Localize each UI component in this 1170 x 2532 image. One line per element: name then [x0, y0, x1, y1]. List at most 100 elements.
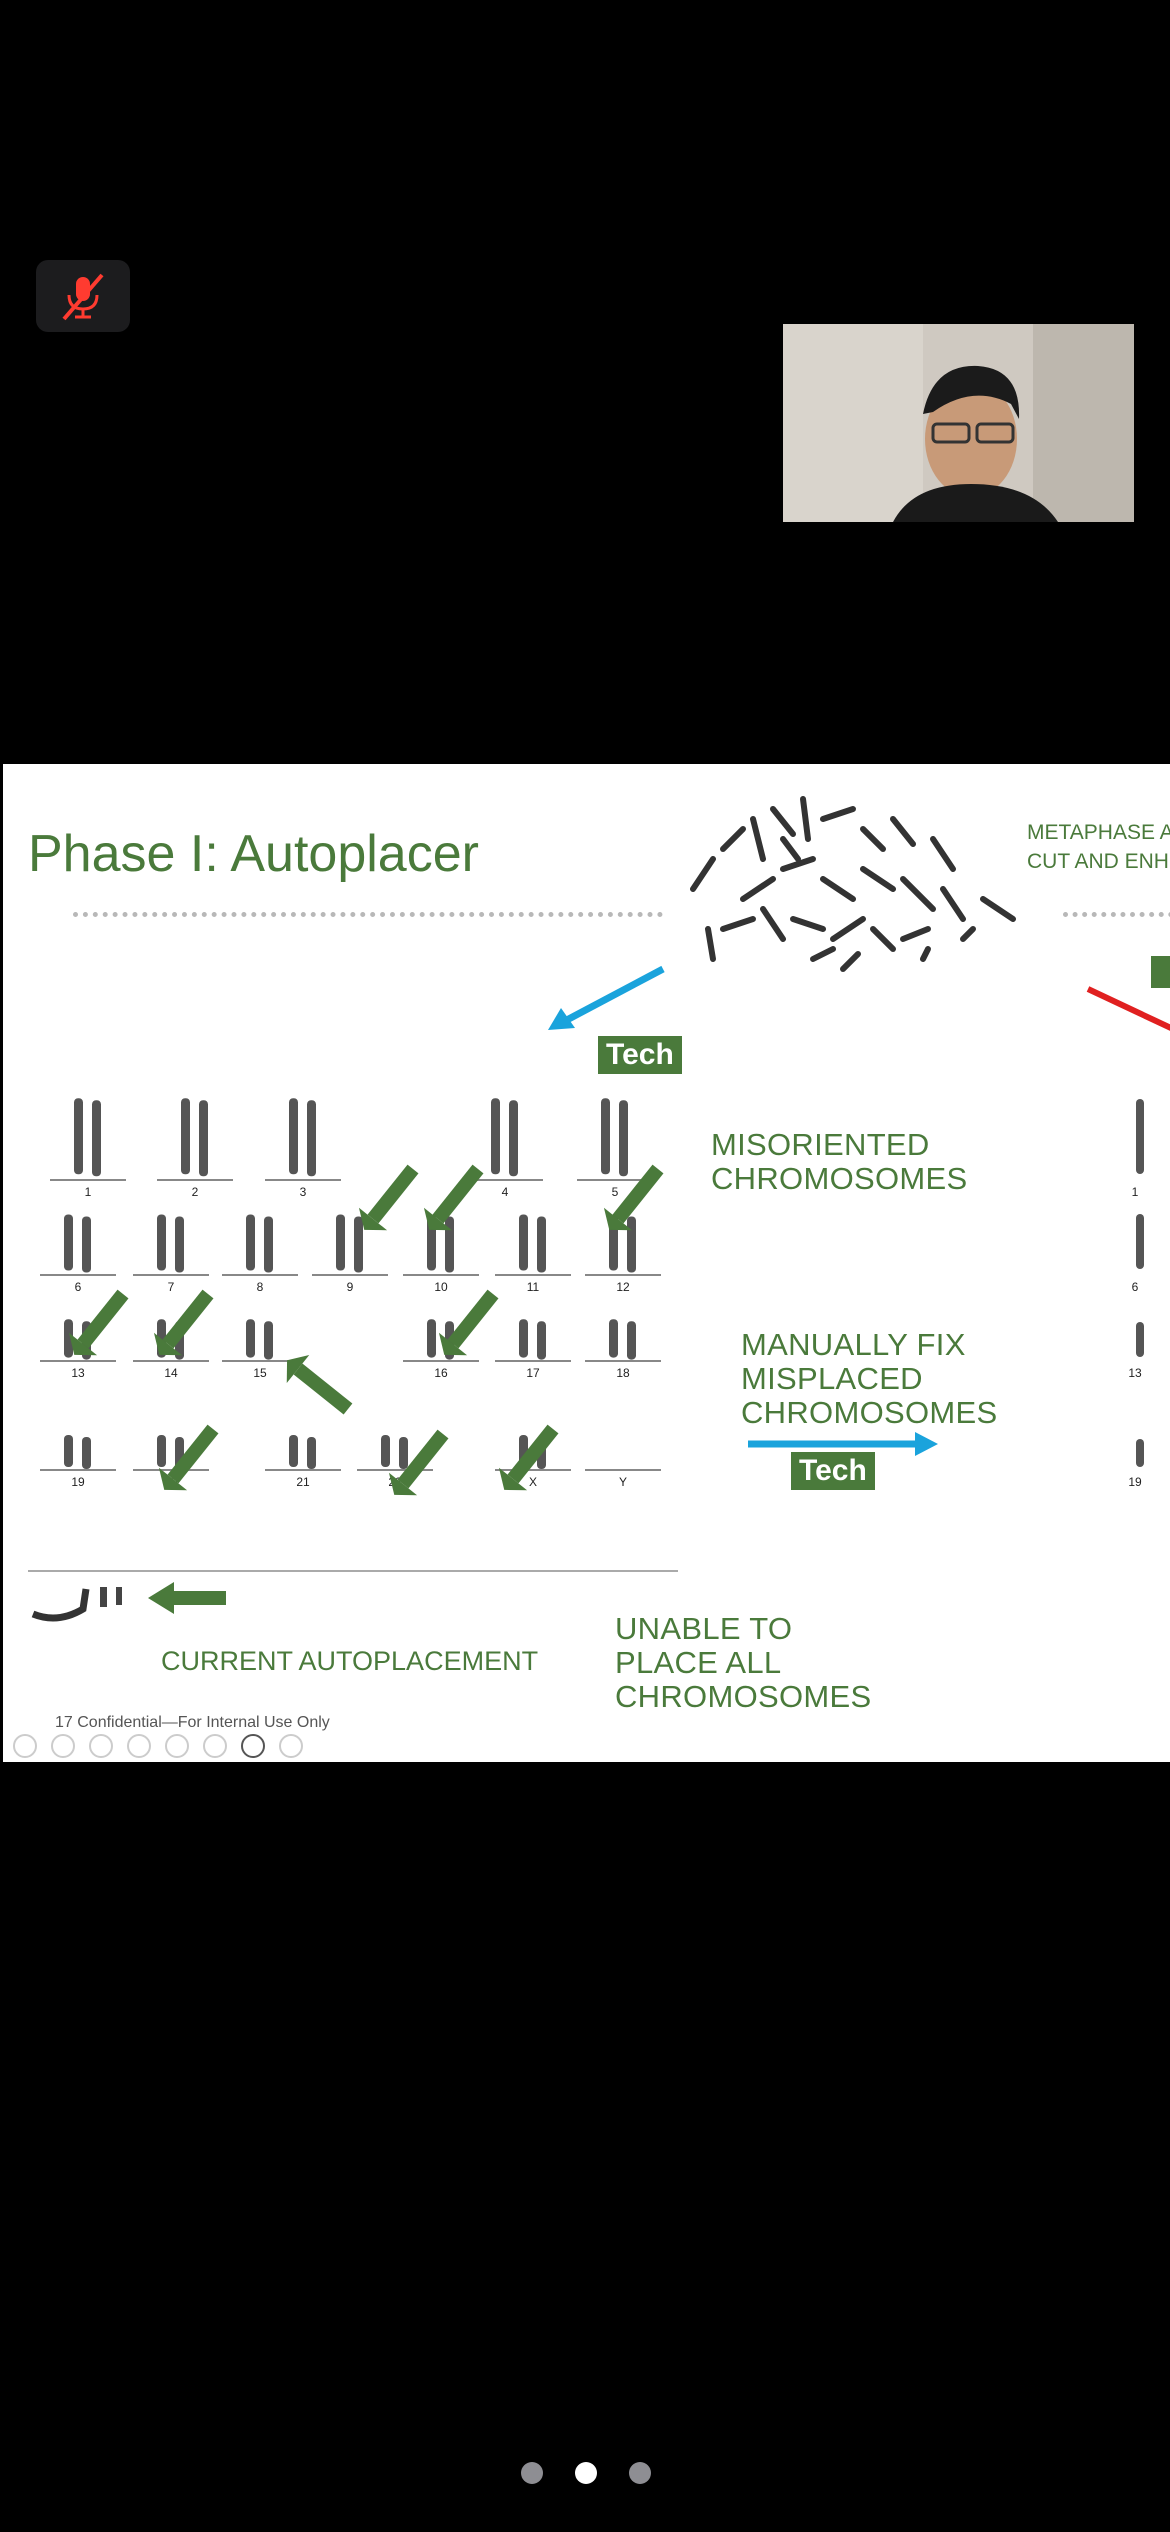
chromosome: [92, 1100, 101, 1177]
chromosome-pair-15[interactable]: 15: [222, 1312, 298, 1386]
chromosome-baseline: [40, 1360, 116, 1362]
next-icon[interactable]: [51, 1734, 75, 1758]
chromosome-pair-5[interactable]: 5: [577, 1084, 653, 1205]
green-arrow-icon: [77, 1289, 129, 1349]
chromosome-baseline: [40, 1274, 116, 1276]
chromosome-pair-11[interactable]: 11: [495, 1204, 571, 1300]
copy-icon[interactable]: [127, 1734, 151, 1758]
chromosome: [64, 1319, 73, 1358]
green-arrow-left-icon: [148, 1582, 226, 1614]
chromosome-image: [157, 1214, 184, 1273]
search-icon[interactable]: [165, 1734, 189, 1758]
green-arrow-icon: [507, 1424, 559, 1484]
chromosome: [82, 1216, 91, 1273]
chromosome-pair-9[interactable]: 9: [312, 1204, 388, 1300]
pen-icon[interactable]: [89, 1734, 113, 1758]
unable-label: UNABLE TO PLACE ALL CHROMOSOMES: [615, 1611, 872, 1714]
karyotype-grid: 12345678910111213141516171819202122XY: [23, 1084, 683, 1496]
chromosome-baseline: [585, 1274, 661, 1276]
chromosome: [619, 1100, 628, 1177]
chromosome-number: 21: [296, 1475, 310, 1489]
chromosome-image: [381, 1435, 408, 1469]
chromosome-baseline: [585, 1469, 661, 1471]
chromosome-pair-18[interactable]: 18: [585, 1312, 661, 1386]
chromosome: [264, 1321, 273, 1360]
chromosome-pair-10[interactable]: 10: [403, 1204, 479, 1300]
chromosome-pair-17[interactable]: 17: [495, 1312, 571, 1386]
chromosome: [246, 1319, 255, 1358]
chromosome-image: [246, 1214, 273, 1273]
chromosome-number: 12: [616, 1280, 630, 1294]
chromosome: [627, 1321, 636, 1360]
more-icon[interactable]: [279, 1734, 303, 1758]
participant-video[interactable]: [783, 324, 1134, 522]
chromosome-image: [64, 1214, 91, 1273]
grid-icon[interactable]: [203, 1734, 227, 1758]
chromosome-baseline: [495, 1274, 571, 1276]
chromosome-number: 14: [164, 1366, 178, 1380]
video-icon[interactable]: [241, 1734, 265, 1758]
chromosome: [601, 1098, 610, 1175]
slide-footer: 17 Confidential—For Internal Use Only: [55, 1714, 330, 1731]
chromosome-number: 5: [611, 1185, 619, 1199]
blue-arrow-right-icon: [748, 1432, 938, 1456]
chromosome-image: [74, 1098, 101, 1177]
chromosome: [199, 1100, 208, 1177]
current-autoplacement-label: CURRENT AUTOPLACEMENT: [161, 1646, 539, 1676]
chromosome: [519, 1319, 528, 1358]
slide-title: Phase I: Autoplacer: [28, 825, 479, 883]
chromosome-number: 3: [299, 1185, 307, 1199]
chromosome-pair-1[interactable]: 1: [50, 1084, 126, 1205]
chromosome: [509, 1100, 518, 1177]
chromosome-number: 13: [1128, 1366, 1142, 1380]
chromosome: [74, 1098, 83, 1175]
page-dot-2[interactable]: [575, 2462, 597, 2484]
chromosome-number: 19: [1128, 1475, 1142, 1489]
chromosome-pair-8[interactable]: 8: [222, 1204, 298, 1300]
page-dot-1[interactable]: [521, 2462, 543, 2484]
page-dot-3[interactable]: [629, 2462, 651, 2484]
green-arrow-head-icon: [286, 1354, 310, 1384]
chromosome-image: [601, 1098, 628, 1177]
chromosome: [537, 1321, 546, 1360]
chromosome-baseline: [40, 1469, 116, 1471]
misoriented-label: MISORIENTED CHROMOSOMES: [711, 1127, 968, 1196]
chromosome: [181, 1098, 190, 1175]
chromosome-pair-3[interactable]: 3: [265, 1084, 341, 1205]
chromosome-baseline: [577, 1179, 653, 1181]
chromosome: [609, 1319, 618, 1358]
chromosome: [64, 1435, 73, 1467]
unplaced-chromosomes-image: [31, 1587, 122, 1622]
chromosome-baseline: [222, 1360, 298, 1362]
chromosome-number: 11: [526, 1280, 540, 1294]
chromosome-baseline: [265, 1179, 341, 1181]
chromosome-image: [246, 1319, 273, 1360]
chromosome: [307, 1100, 316, 1177]
chromosome-pair-4[interactable]: 4: [467, 1084, 543, 1205]
chromosome-baseline: [133, 1469, 209, 1471]
mute-button[interactable]: [36, 260, 130, 332]
chromosome: [336, 1214, 345, 1271]
chromosome-pair-Y[interactable]: Y: [585, 1429, 661, 1495]
chromosome: [381, 1435, 390, 1467]
green-arrow-icon: [367, 1164, 419, 1224]
chromosome-pair-6[interactable]: 6: [40, 1204, 116, 1300]
chromosome-number: 6: [1131, 1280, 1139, 1294]
chromosome: [537, 1216, 546, 1273]
chromosome-number: 4: [501, 1185, 509, 1199]
chromosome: [157, 1435, 166, 1467]
green-arrow-icon: [447, 1289, 499, 1349]
chromosome-pair-19[interactable]: 19: [40, 1429, 116, 1495]
chromosome: [627, 1216, 636, 1273]
chromosome-number: 2: [191, 1185, 199, 1199]
chromosome-number: X: [528, 1475, 537, 1489]
prev-icon[interactable]: [13, 1734, 37, 1758]
chromosome-number: 16: [434, 1366, 448, 1380]
chromosome-baseline: [157, 1179, 233, 1181]
chromosome-number: 9: [346, 1280, 354, 1294]
chromosome-baseline: [50, 1179, 126, 1181]
chromosome-pair-7[interactable]: 7: [133, 1204, 209, 1300]
chromosome-pair-21[interactable]: 21: [265, 1429, 341, 1495]
chromosome-pair-2[interactable]: 2: [157, 1084, 233, 1205]
chromosome-number: 17: [526, 1366, 540, 1380]
